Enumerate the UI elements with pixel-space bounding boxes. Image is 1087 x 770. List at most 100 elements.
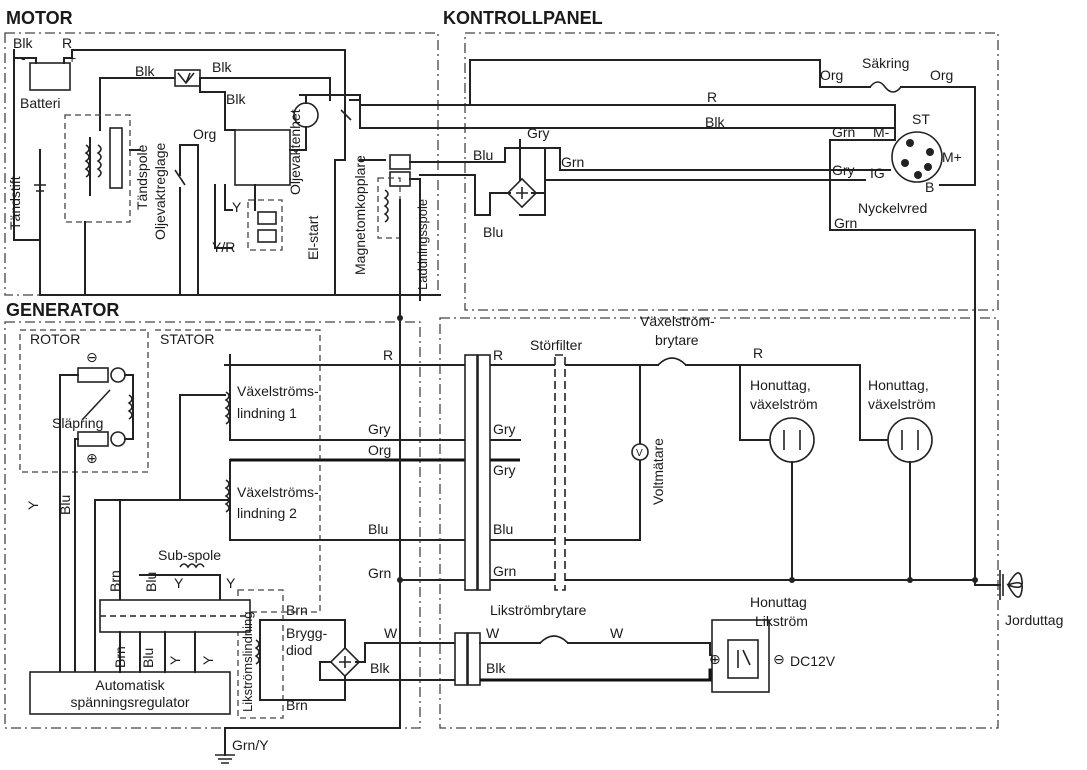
wire-label-org-oil: Org (193, 126, 216, 142)
wire-label-blk-3: Blk (226, 91, 246, 107)
likstrombrytare-symbol (539, 635, 569, 644)
sakring-symbol (869, 81, 902, 93)
sub-spole-coil (179, 563, 205, 569)
tandspole-core (109, 127, 123, 189)
likstromslindning-box (237, 589, 284, 719)
terminal-m-minus: M- (873, 124, 890, 140)
laddningsspole-coil (383, 189, 389, 223)
wire-label-blu-rect-2: Blu (483, 224, 503, 240)
regulator-label-2: spänningsregulator (70, 694, 189, 710)
generator-ground-symbol (215, 754, 235, 764)
wire-label-blk-panel: Blk (705, 114, 725, 130)
rotor-plus-mark: ⊕ (86, 450, 98, 466)
slapring-label: Släpring (52, 415, 103, 431)
wire-label-blk-battery: Blk (13, 35, 33, 51)
kontrollpanel-upper-box (464, 32, 999, 311)
wire-label-y-rotor: Y (25, 500, 41, 510)
kontrollpanel-title: KONTROLLPANEL (443, 8, 603, 28)
el-start-label: El-start (305, 216, 321, 260)
wire-label-brn-sub: Brn (107, 570, 123, 592)
wire-label-r-battery: R (62, 35, 72, 51)
jorduttag-wingnut (1006, 572, 1024, 598)
honuttag-ac-1-label-2: växelström (750, 396, 818, 412)
terminal-st: ST (912, 111, 930, 127)
wire-labels: Blk R Blk Blk Blk Org Y Y/R R Blk Org Or… (13, 35, 953, 753)
battery-plus: + (68, 50, 76, 66)
wire-label-grn-rect: Grn (561, 154, 584, 170)
wire-label-blu-rotor: Blu (57, 495, 73, 515)
vaxelstrombrytare-symbol (657, 357, 687, 366)
wire-label-blk-panel-dc: Blk (486, 660, 506, 676)
generator-title: GENERATOR (6, 300, 119, 320)
laddningsspole-label: Laddningsspole (415, 199, 430, 290)
wire-label-brn-reg: Brn (112, 646, 128, 668)
wire-label-blu-reg: Blu (140, 648, 156, 668)
laddningsspole-box (377, 177, 401, 239)
vaxelstromslindning1-coil (224, 391, 230, 425)
wire-label-grn-panel: Grn (493, 563, 516, 579)
oljevaktenhet-box (234, 129, 291, 186)
oljevaktreglage-switch (174, 169, 186, 186)
sub-spole-label: Sub-spole (158, 547, 221, 563)
rotor-box (19, 329, 149, 473)
wire-label-brn-dc-2: Brn (286, 697, 308, 713)
component-labels: Batteri Tändstift Tändspole Oljevaktregl… (7, 50, 1063, 712)
bryggdiod-label-1: Brygg- (286, 625, 328, 641)
rotor-coil (127, 394, 133, 420)
honuttag-dc-label-2: Likström (755, 613, 808, 629)
likstromslindning-label: Likströmslindning (240, 612, 255, 712)
el-start-arrow (340, 109, 352, 121)
tandstift-label: Tändstift (7, 176, 23, 230)
wire-label-grn-key: Grn (832, 124, 855, 140)
storfilter-label: Störfilter (530, 337, 582, 353)
stator-box (155, 329, 321, 613)
vaxelstrombrytare-label-2: brytare (655, 332, 699, 348)
vaxelstromslindning2-label-2: lindning 2 (237, 505, 297, 521)
wire-label-y-oil: Y (232, 199, 242, 215)
tandstift-symbol (34, 184, 46, 192)
wire-label-org-gen: Org (368, 442, 391, 458)
vaxelstromslindning1-label-1: Växelströms- (237, 383, 319, 399)
wire-label-blu-sub: Blu (143, 572, 159, 592)
wire-label-y-sub-1: Y (174, 575, 184, 591)
dc-plus-mark: ⊕ (709, 651, 721, 667)
kontrollpanel-upper-wiring (344, 59, 976, 586)
wire-label-y-reg-1: Y (167, 655, 183, 665)
wire-label-blk-2: Blk (212, 59, 232, 75)
wire-label-blu-gen: Blu (368, 521, 388, 537)
jorduttag-label: Jorduttag (1005, 612, 1063, 628)
vaxelstromslindning1-label-2: lindning 1 (237, 405, 297, 421)
wire-label-blk-diode: Blk (370, 660, 390, 676)
connector-block-2 (477, 354, 491, 591)
vaxelstrombrytare-label-1: Växelström- (640, 313, 715, 329)
wire-label-w-diode: W (384, 625, 398, 641)
honuttag-ac-2-label-2: växelström (868, 396, 936, 412)
honuttag-ac-2-symbol (887, 417, 933, 463)
terminal-b: B (925, 179, 934, 195)
rotor-title: ROTOR (30, 331, 80, 347)
battery-symbol (29, 62, 71, 91)
batteri-label: Batteri (20, 95, 60, 111)
wire-label-gry-gen: Gry (368, 421, 391, 437)
dc-connector-2 (467, 632, 481, 686)
dc-minus-mark: ⊖ (773, 651, 785, 667)
likstrombrytare-label: Likströmbrytare (490, 602, 587, 618)
honuttag-ac-2-label-1: Honuttag, (868, 377, 929, 393)
voltmeter-symbol-label: V (636, 448, 643, 459)
generator-wiring (29, 317, 1024, 764)
wire-label-gry-rect: Gry (527, 125, 550, 141)
oljevaktenhet-label: Oljevaktenhet (287, 109, 303, 195)
connector-block-1 (464, 354, 478, 591)
regulator-label-1: Automatisk (95, 677, 165, 693)
battery-minus: - (21, 50, 26, 66)
bryggdiod-label-2: diod (286, 642, 312, 658)
wire-label-gry-panel: Gry (493, 421, 516, 437)
motor-title: MOTOR (6, 8, 73, 28)
wire-label-blk-1: Blk (135, 63, 155, 79)
honuttag-ac-1-label-1: Honuttag, (750, 377, 811, 393)
terminal-ig: IG (870, 165, 885, 181)
wire-label-w-breaker: W (610, 625, 624, 641)
wire-label-grn-key-2: Grn (834, 215, 857, 231)
slapring-brush-2 (77, 431, 109, 447)
jorduttag-bolt (999, 570, 1004, 600)
